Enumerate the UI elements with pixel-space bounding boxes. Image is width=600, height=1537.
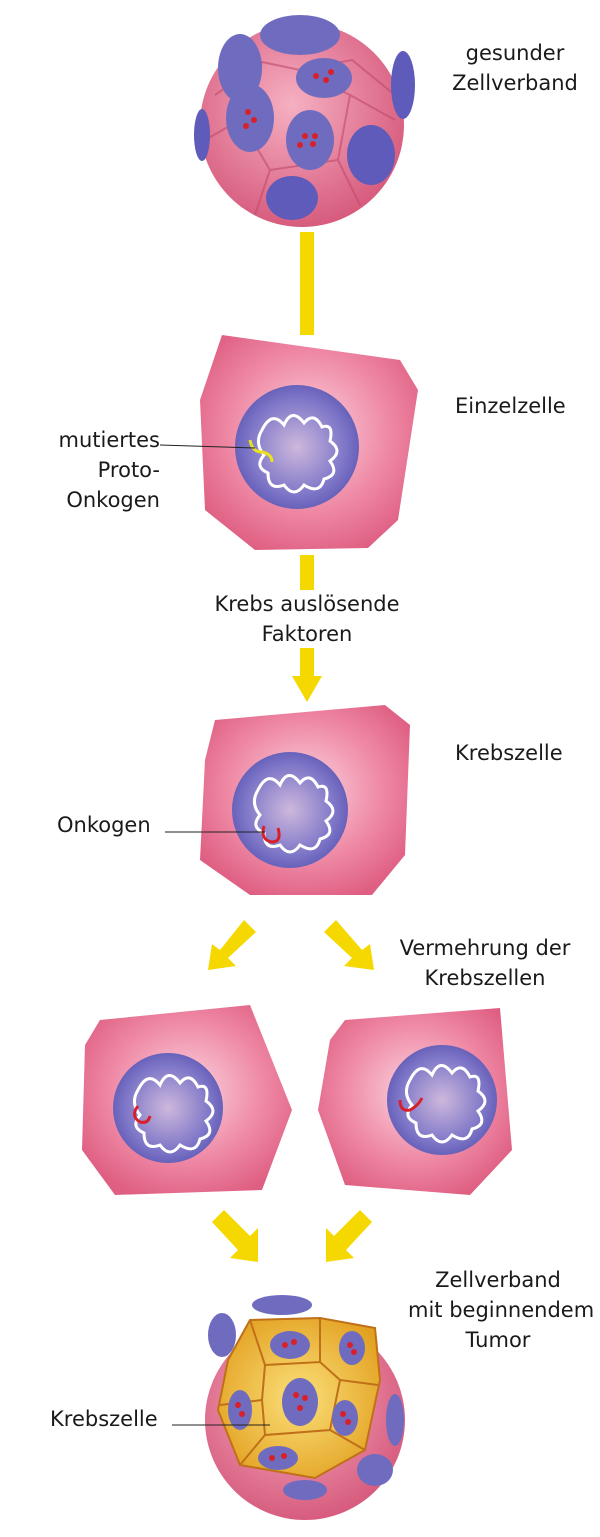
label-carcinogenic-factors: Krebs auslösende Faktoren (187, 589, 427, 649)
daughter-cell-right (318, 1008, 512, 1195)
tumor-tissue-ball (205, 1295, 405, 1520)
label-cancer-cell-bottom: Krebszelle (50, 1407, 158, 1431)
label-line: Zellverband (452, 71, 578, 95)
label-line: Faktoren (261, 622, 353, 646)
label-cancer-cell: Krebszelle (455, 741, 563, 765)
arrow-2 (292, 555, 322, 702)
daughter-cell-left (82, 1005, 292, 1195)
healthy-tissue-ball (194, 15, 415, 227)
label-proliferation: Vermehrung der Krebszellen (385, 933, 585, 993)
label-line: Krebszellen (424, 966, 546, 990)
arrows-proliferation (208, 920, 374, 970)
arrow-1 (300, 232, 314, 335)
arrows-converge (212, 1210, 372, 1262)
label-mutated-proto-oncogene: mutiertes Proto- Onkogen (20, 425, 160, 515)
label-oncogene: Onkogen (57, 813, 151, 837)
label-line: mutiertes (58, 428, 160, 452)
leader-line-proto-oncogene (159, 444, 256, 449)
label-line: Zellverband (435, 1268, 561, 1292)
cancer-cell (200, 705, 410, 895)
label-line: mit beginnendem (408, 1298, 595, 1322)
label-tissue-with-tumor: Zellverband mit beginnendem Tumor (408, 1265, 595, 1355)
label-line: Proto- (97, 458, 160, 482)
label-line: gesunder (465, 41, 565, 65)
label-line: Vermehrung der (399, 936, 571, 960)
label-line: Onkogen (66, 488, 160, 512)
single-cell (200, 335, 418, 550)
label-line: Krebs auslösende (214, 592, 400, 616)
label-line: Tumor (465, 1328, 531, 1352)
label-healthy-tissue: gesunder Zellverband (440, 38, 590, 98)
label-single-cell: Einzelzelle (455, 394, 566, 418)
